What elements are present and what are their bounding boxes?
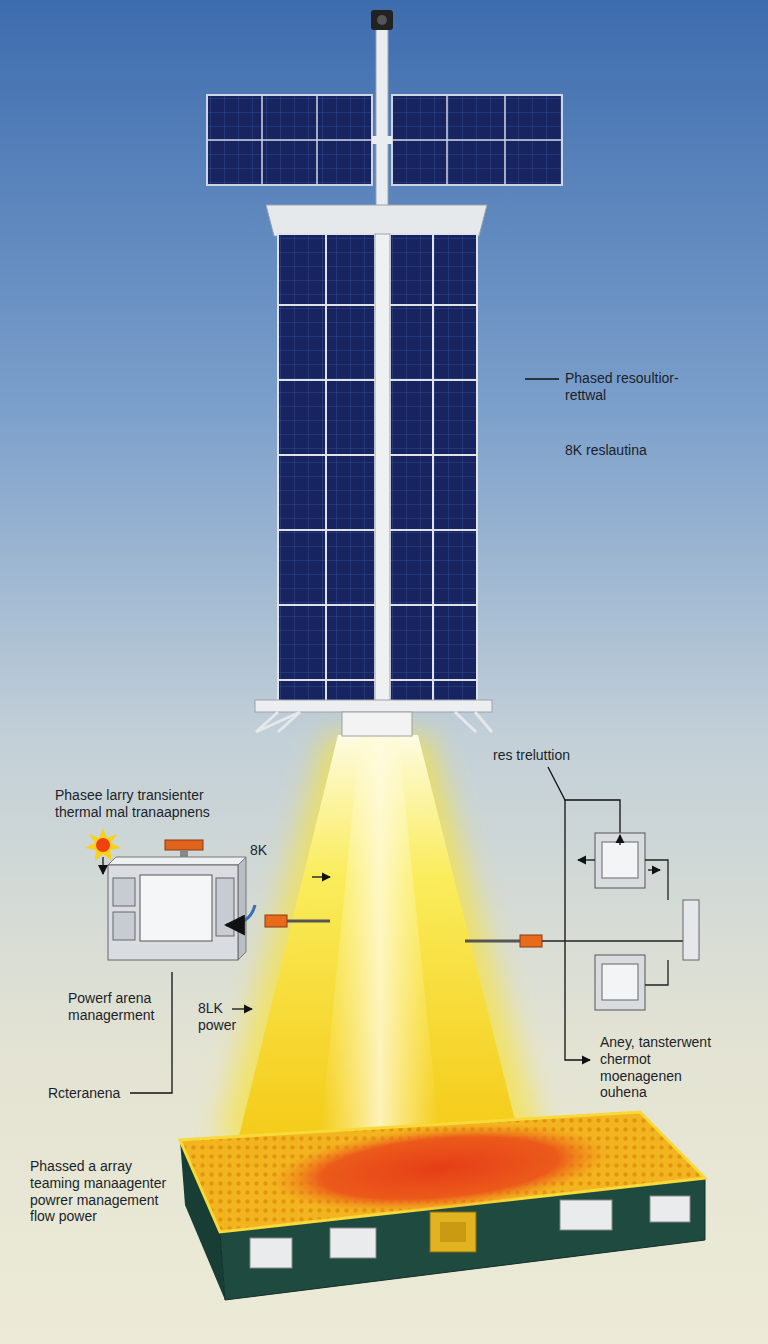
text-label: 8LK power <box>198 1000 238 1034</box>
text-label: Phased resoultior- rettwal <box>565 370 695 404</box>
text-label: Aney, tansterwent chermot moenagenen ouh… <box>600 1034 722 1101</box>
transmitter-unit <box>85 828 330 960</box>
satellite <box>207 10 562 736</box>
power-beam <box>215 735 545 1145</box>
text-label: Powerf arena managerment <box>68 990 168 1024</box>
text-label: 8K <box>250 842 267 859</box>
text-label: 8K reslautina <box>565 442 647 459</box>
rectenna-platform <box>180 1111 705 1300</box>
text-label: res treluttion <box>493 747 570 764</box>
leader-lines <box>130 379 620 1093</box>
text-label: Phasee larry transienter thermal mal tra… <box>55 787 230 821</box>
text-label: Rcteranena <box>48 1085 120 1102</box>
control-schematic <box>465 833 699 1010</box>
text-label: Phassed a array teaming manaagenter powr… <box>30 1158 180 1225</box>
